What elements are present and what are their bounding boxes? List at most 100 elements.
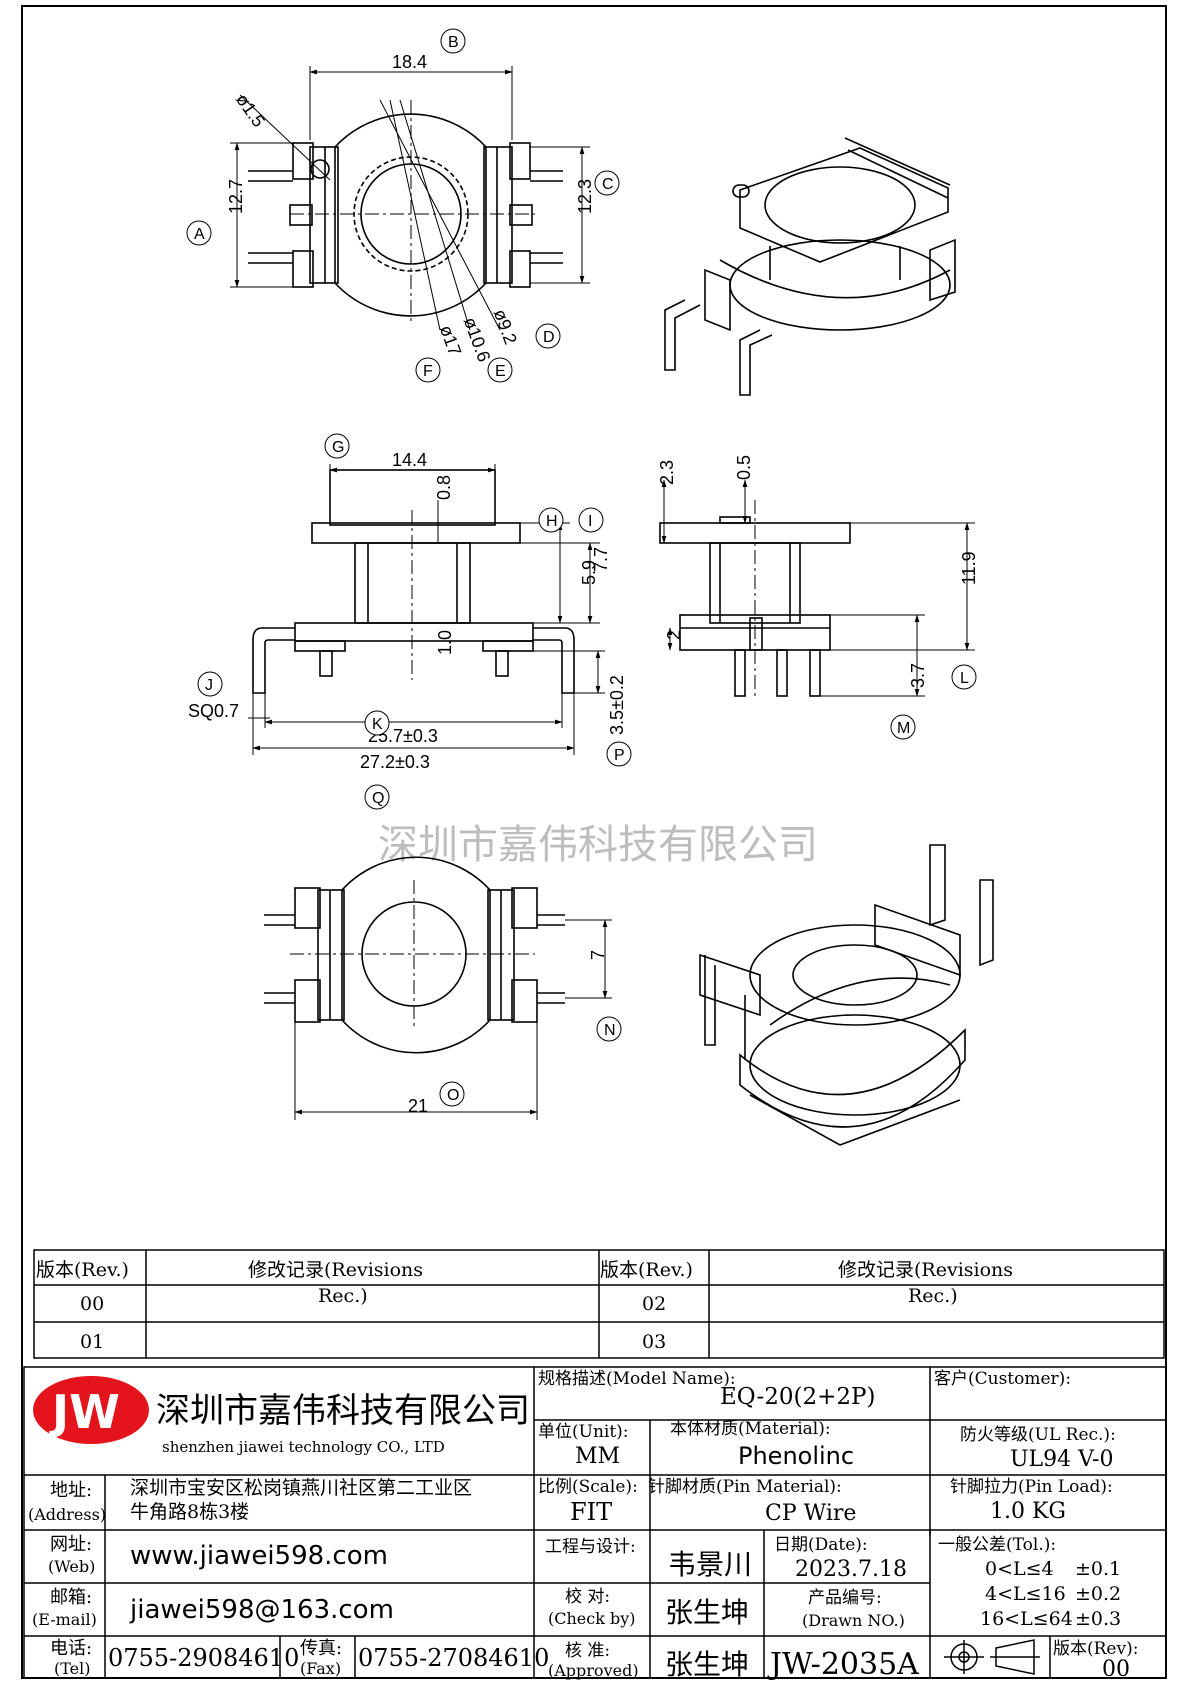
svg-text:A: A [194, 226, 205, 243]
svg-text:J: J [205, 677, 213, 694]
svg-text:00: 00 [1102, 1657, 1130, 1682]
svg-text:深圳市宝安区松岗镇燕川社区第二工业区: 深圳市宝安区松岗镇燕川社区第二工业区 [130, 1477, 472, 1499]
svg-text:±0.3: ±0.3 [1075, 1608, 1121, 1630]
svg-text:核 准:: 核 准: [565, 1641, 610, 1661]
svg-text:O: O [447, 1087, 459, 1104]
svg-text:12.7: 12.7 [226, 179, 246, 214]
svg-text:03: 03 [642, 1331, 666, 1353]
company-logo: JW [33, 1376, 149, 1444]
svg-text:M: M [897, 720, 910, 737]
svg-text:±0.1: ±0.1 [1075, 1558, 1121, 1580]
svg-text:日期(Date):: 日期(Date): [774, 1535, 868, 1555]
svg-text:JW: JW [49, 1385, 120, 1439]
svg-text:ø9.2: ø9.2 [490, 306, 521, 347]
callout-o: O [439, 1081, 465, 1107]
callout-h: H [538, 507, 564, 533]
svg-text:MM: MM [575, 1444, 620, 1469]
svg-text:电话:: 电话: [50, 1638, 92, 1659]
svg-text:1.0: 1.0 [435, 630, 455, 655]
svg-text:16<L≤64: 16<L≤64 [980, 1608, 1073, 1630]
bottom-view-dim-text: 7 21 [408, 950, 608, 1116]
svg-text:EQ-20(2+2P): EQ-20(2+2P) [720, 1384, 876, 1410]
svg-text:2023.7.18: 2023.7.18 [795, 1557, 907, 1582]
svg-text:一般公差(Tol.):: 一般公差(Tol.): [938, 1535, 1056, 1555]
svg-text:网址:: 网址: [50, 1534, 92, 1555]
callout-i: I [578, 507, 604, 533]
callout-k: K [364, 710, 390, 736]
svg-text:0<L≤4: 0<L≤4 [985, 1558, 1054, 1580]
svg-text:ø10.6: ø10.6 [460, 314, 495, 364]
svg-text:产品编号:: 产品编号: [808, 1588, 882, 1608]
svg-text:比例(Scale):: 比例(Scale): [538, 1477, 638, 1497]
svg-text:0755-29084610: 0755-29084610 [108, 1644, 299, 1672]
side-view [659, 500, 851, 700]
svg-text:针脚拉力(Pin Load):: 针脚拉力(Pin Load): [950, 1477, 1113, 1497]
svg-text:3.5±0.2: 3.5±0.2 [607, 675, 627, 735]
svg-text:(Approved): (Approved) [548, 1661, 639, 1680]
svg-text:(Drawn NO.): (Drawn NO.) [802, 1611, 905, 1630]
svg-text:防火等级(UL Rec.):: 防火等级(UL Rec.): [960, 1425, 1116, 1445]
callout-p: P [606, 741, 632, 767]
svg-text:Q: Q [372, 790, 384, 807]
bottom-view [264, 856, 565, 1054]
callouts: B A C D E F G H I J K L M N O P Q [186, 28, 977, 1107]
company-name-cn: 深圳市嘉伟科技有限公司 [156, 1391, 530, 1431]
svg-text:邮箱:: 邮箱: [50, 1587, 92, 1608]
svg-text:D: D [543, 329, 555, 346]
svg-text:张生坤: 张生坤 [665, 1648, 749, 1681]
svg-text:Rec.): Rec.) [908, 1285, 958, 1307]
svg-text:(Web): (Web) [48, 1557, 95, 1576]
svg-text:I: I [588, 513, 592, 530]
callout-d: D [535, 323, 561, 349]
svg-text:11.9: 11.9 [959, 551, 979, 585]
top-view [239, 94, 563, 331]
svg-text:01: 01 [80, 1331, 104, 1353]
svg-text:0.5: 0.5 [734, 455, 754, 480]
svg-text:C: C [602, 176, 614, 193]
callout-g: G [324, 433, 350, 459]
callout-m: M [890, 714, 916, 740]
svg-text:N: N [604, 1022, 616, 1039]
front-view-dims [248, 464, 605, 755]
svg-text:21: 21 [408, 1096, 428, 1116]
front-view [252, 469, 575, 694]
svg-text:27.2±0.3: 27.2±0.3 [360, 752, 430, 772]
callout-q: Q [364, 784, 390, 810]
svg-text:(Fax): (Fax) [300, 1659, 341, 1678]
svg-text:3.7: 3.7 [908, 663, 928, 688]
svg-text:L: L [960, 670, 969, 687]
svg-text:7: 7 [588, 950, 608, 960]
svg-text:P: P [614, 747, 625, 764]
svg-text:版本(Rev):: 版本(Rev): [1053, 1639, 1138, 1659]
svg-text:(Check by): (Check by) [548, 1609, 636, 1628]
title-block-left-text: 地址: (Address) 深圳市宝安区松岗镇燕川社区第二工业区 牛角路8栋3楼… [28, 1477, 549, 1678]
svg-text:5.9: 5.9 [579, 560, 599, 585]
callout-e: E [487, 357, 513, 383]
svg-text:牛角路8栋3楼: 牛角路8栋3楼 [130, 1501, 249, 1523]
svg-text:2: 2 [664, 630, 684, 640]
svg-text:FIT: FIT [570, 1498, 612, 1526]
svg-text:18.4: 18.4 [392, 52, 427, 72]
side-view-dim-text: 2.3 0.5 11.9 2 3.7 [657, 455, 979, 688]
svg-text:B: B [448, 34, 459, 51]
svg-text:±0.2: ±0.2 [1075, 1583, 1121, 1605]
top-view-dims [230, 66, 590, 288]
callout-f: F [415, 357, 441, 383]
svg-text:K: K [372, 716, 383, 733]
company-name-en: shenzhen jiawei technology CO., LTD [162, 1438, 445, 1456]
callout-j: J [197, 671, 223, 697]
svg-text:1.0 KG: 1.0 KG [990, 1499, 1066, 1524]
svg-text:2.3: 2.3 [657, 460, 677, 485]
svg-text:0.8: 0.8 [434, 475, 454, 500]
svg-text:ø17: ø17 [436, 322, 465, 358]
svg-text:针脚材质(Pin Material):: 针脚材质(Pin Material): [648, 1477, 842, 1497]
svg-text:(E-mail): (E-mail) [32, 1610, 97, 1629]
revision-table-text: 版本(Rev.) 修改记录(Revisions Rec.) 版本(Rev.) 修… [36, 1259, 1013, 1353]
svg-text:工程与设计:: 工程与设计: [545, 1537, 636, 1557]
svg-text:传真:: 传真: [300, 1638, 342, 1659]
svg-text:校 对:: 校 对: [565, 1587, 610, 1607]
svg-text:JW-2035A: JW-2035A [767, 1647, 919, 1682]
revision-table [33, 1249, 1165, 1359]
callout-n: N [596, 1016, 622, 1042]
